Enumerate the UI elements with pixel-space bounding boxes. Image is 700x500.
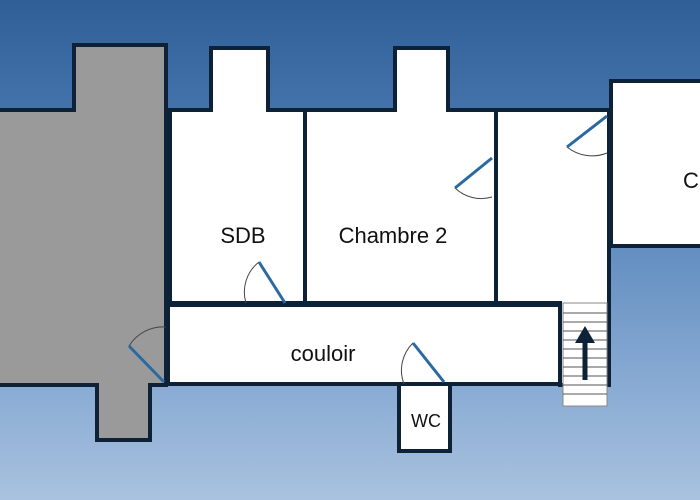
walls-and-rooms <box>0 43 700 453</box>
stair-steps <box>563 312 607 395</box>
room-labels: SDB Chambre 2 couloir WC C <box>220 168 699 431</box>
door-sdb <box>243 261 287 304</box>
label-couloir: couloir <box>291 341 356 366</box>
label-sdb: SDB <box>220 223 265 248</box>
door-chambre-2 <box>454 156 493 200</box>
shaded-area <box>0 43 168 442</box>
room-couloir <box>166 303 562 386</box>
staircase <box>562 302 608 407</box>
door-right-room <box>566 114 608 157</box>
room-wc <box>397 382 452 453</box>
room-right <box>609 79 700 248</box>
label-wc: WC <box>411 411 441 431</box>
doors <box>127 114 608 385</box>
label-right-room: C <box>683 168 699 193</box>
room-chambre-2 <box>303 46 498 305</box>
label-chambre-2: Chambre 2 <box>339 223 448 248</box>
door-wc <box>400 342 446 385</box>
door-couloir-left <box>127 326 167 384</box>
room-sdb <box>168 46 307 305</box>
arrow-up-icon <box>575 326 595 380</box>
